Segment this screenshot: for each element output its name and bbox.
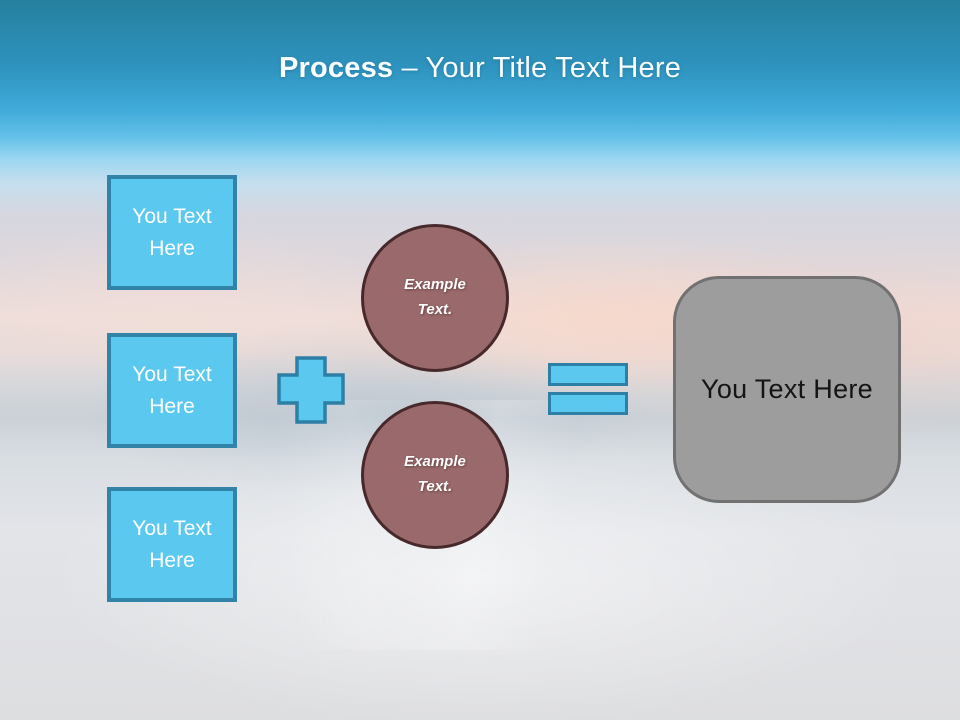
example-circle-2: Example Text. [361,401,509,549]
input-box-2-label: You Text Here [132,363,212,418]
equals-top-bar [548,363,628,386]
result-box-label: You Text Here [700,374,874,404]
equals-bottom-bar [548,392,628,415]
input-box-3-label: You Text Here [132,517,212,572]
input-box-1-label: You Text Here [132,205,212,260]
equals-icon [548,363,628,415]
slide-title: Process – Your Title Text Here [0,52,960,85]
example-circle-1-label: Example Text. [404,276,466,318]
title-rest: – Your Title Text Here [393,52,682,84]
result-box: You Text Here [673,276,901,503]
example-circle-1: Example Text. [361,224,509,372]
input-box-1: You Text Here [107,175,237,290]
plus-icon [277,356,345,424]
input-box-2: You Text Here [107,333,237,448]
example-circle-2-label: Example Text. [404,453,466,495]
input-box-3: You Text Here [107,487,237,602]
title-emphasis: Process [278,52,394,84]
